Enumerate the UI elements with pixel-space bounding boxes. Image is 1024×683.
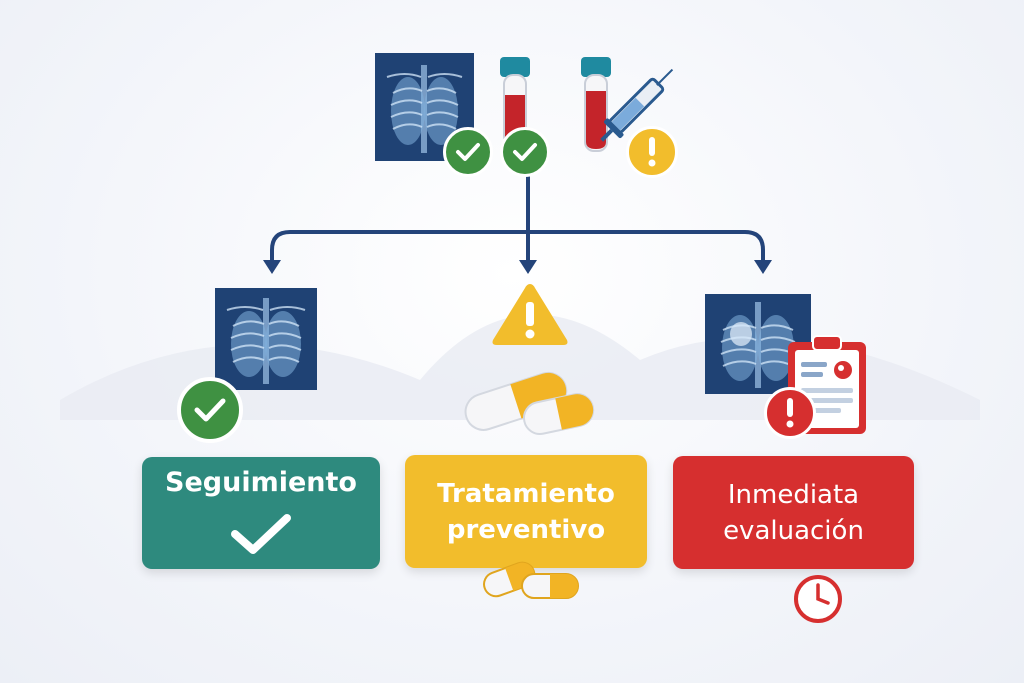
pill-icon: [522, 393, 595, 435]
evaluacion-label-line2: evaluación: [723, 515, 864, 546]
check-icon: [177, 377, 243, 443]
warning-icon: [626, 126, 678, 178]
pill-icon: [483, 561, 579, 599]
tratamiento-card: Tratamiento preventivo: [405, 455, 647, 568]
check-icon: [500, 127, 550, 177]
tratamiento-label-line2: preventivo: [446, 514, 606, 545]
evaluacion-card: Inmediata evaluación: [673, 456, 914, 569]
seguimiento-label: Seguimiento: [165, 466, 357, 498]
warning-triangle-icon: [492, 284, 568, 345]
alert-icon: [764, 387, 816, 439]
seguimiento-card: Seguimiento: [142, 457, 380, 569]
evaluacion-label-line1: Inmediata: [727, 479, 860, 510]
tratamiento-label-line1: Tratamiento: [437, 478, 615, 509]
syringe-icon: [600, 68, 674, 142]
top-chest-xray-icon: [375, 53, 474, 161]
check-icon: [231, 513, 291, 554]
blood-tube-icon: [581, 57, 611, 152]
clock-icon: [794, 575, 842, 623]
seguimiento-chest-xray-icon: [215, 288, 317, 390]
check-icon: [443, 127, 493, 177]
